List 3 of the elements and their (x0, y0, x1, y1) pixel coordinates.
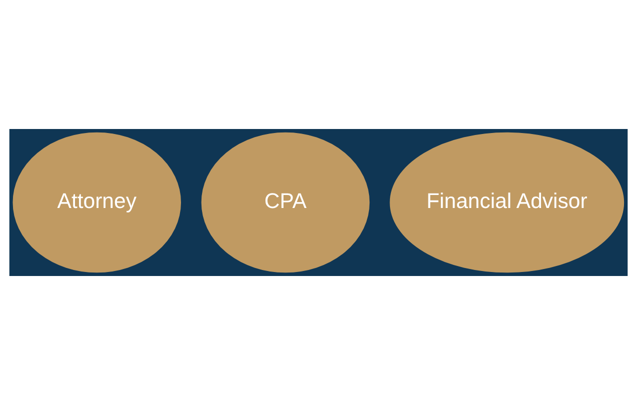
node-ellipse: CPA (201, 132, 370, 272)
node-ellipse: Financial Advisor (390, 132, 624, 272)
node-ellipse: Attorney (12, 132, 182, 272)
